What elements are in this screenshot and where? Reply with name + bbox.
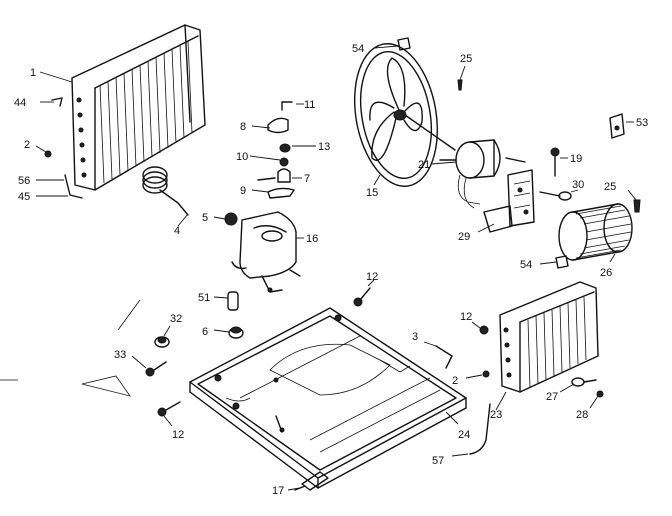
base-pan <box>189 307 467 489</box>
callout-25-right: 25 <box>604 181 616 193</box>
callout-1: 1 <box>30 67 36 79</box>
callout-2-lower: 2 <box>452 375 458 387</box>
callout-27: 27 <box>546 391 558 403</box>
clip-3 <box>435 345 453 369</box>
grommet-6 <box>228 326 244 339</box>
callout-26: 26 <box>600 267 612 279</box>
motor-bracket <box>483 169 535 233</box>
callout-33: 33 <box>114 349 126 361</box>
bracket-53 <box>609 113 625 139</box>
callout-56: 56 <box>18 175 30 187</box>
callout-30: 30 <box>572 179 584 191</box>
callout-9: 9 <box>240 185 246 197</box>
callout-13: 13 <box>318 141 330 153</box>
callout-32: 32 <box>170 313 182 325</box>
callout-25-top: 25 <box>460 53 472 65</box>
evaporator-coil <box>499 281 599 393</box>
clip-54-right <box>555 255 569 269</box>
callout-10: 10 <box>236 151 248 163</box>
screw-12-upper <box>353 287 371 307</box>
screw-19 <box>550 147 560 177</box>
capacitor-51 <box>227 291 239 311</box>
callout-labels: 1 44 2 56 45 4 8 11 13 10 7 9 5 16 51 6 … <box>14 43 648 497</box>
bracket-56-45 <box>64 174 83 199</box>
screw-2-lower <box>482 370 490 378</box>
screw-33 <box>145 361 167 377</box>
callout-53: 53 <box>636 117 648 129</box>
callout-17: 17 <box>272 485 284 497</box>
callout-8: 8 <box>240 121 246 133</box>
callout-12-lower: 12 <box>172 429 184 441</box>
callout-28: 28 <box>576 409 588 421</box>
screw-2 <box>44 150 52 158</box>
grommet-5 <box>224 212 238 226</box>
callout-12-right: 12 <box>460 311 472 323</box>
bushing-32 <box>154 336 170 348</box>
callout-12-upper: 12 <box>366 271 378 283</box>
nut-25-right <box>633 199 641 213</box>
callout-21: 21 <box>418 159 430 171</box>
callout-3: 3 <box>412 331 418 343</box>
drain-tube-57 <box>469 403 491 455</box>
callout-54-top: 54 <box>352 43 364 55</box>
nut-25-top <box>457 79 463 91</box>
compressor <box>231 211 301 293</box>
callout-45: 45 <box>18 191 30 203</box>
washer-30 <box>539 191 572 201</box>
callout-6: 6 <box>202 326 208 338</box>
callout-44: 44 <box>14 97 26 109</box>
overload-and-terminal-parts <box>257 101 295 199</box>
screw-12-lower <box>157 401 181 417</box>
callout-24: 24 <box>458 429 470 441</box>
callout-23: 23 <box>490 409 502 421</box>
screw-12-right <box>479 325 489 335</box>
callout-11: 11 <box>304 99 315 111</box>
fan-motor <box>439 139 526 209</box>
callout-29: 29 <box>458 231 470 243</box>
callout-57: 57 <box>432 455 444 467</box>
callout-7: 7 <box>304 173 310 185</box>
callout-51: 51 <box>198 292 210 304</box>
callout-16: 16 <box>306 233 318 245</box>
callout-19: 19 <box>570 153 582 165</box>
spring-clip <box>142 166 189 216</box>
callout-5: 5 <box>202 212 208 224</box>
direction-arrow <box>0 299 141 397</box>
clip-44 <box>51 97 63 107</box>
callout-54-right: 54 <box>520 259 532 271</box>
clip-54-top <box>397 37 411 51</box>
fan-blade <box>353 43 456 187</box>
callout-15: 15 <box>366 187 378 199</box>
callout-4: 4 <box>174 225 180 237</box>
callout-2: 2 <box>24 139 30 151</box>
condenser-coil <box>71 24 206 191</box>
blower-wheel <box>558 203 633 261</box>
thermostat-knob-27-28 <box>571 377 604 398</box>
